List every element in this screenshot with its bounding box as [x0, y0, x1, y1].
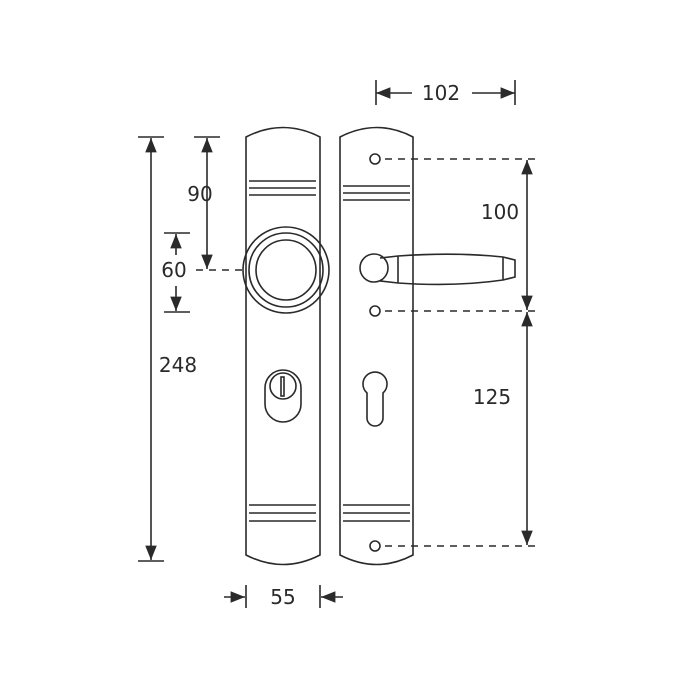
lever-handle [359, 253, 516, 286]
cylinder-cover [264, 369, 302, 423]
screw-hole-bottom [369, 540, 381, 552]
bottom-stripes [249, 504, 316, 522]
top-stripes [249, 180, 316, 196]
dimension-lines [138, 80, 540, 608]
dim-90: 90 [187, 182, 212, 206]
right-plate [339, 126, 516, 566]
keyhole-profile [362, 371, 388, 427]
dim-60: 60 [161, 258, 186, 282]
left-plate [242, 126, 330, 566]
screw-hole-top [369, 153, 381, 165]
dim-248: 248 [159, 353, 197, 377]
dim-125: 125 [473, 385, 511, 409]
knob [242, 226, 330, 314]
screw-hole-mid [369, 305, 381, 317]
dim-55: 55 [270, 585, 295, 609]
dim-100: 100 [481, 200, 519, 224]
dim-102: 102 [422, 81, 460, 105]
